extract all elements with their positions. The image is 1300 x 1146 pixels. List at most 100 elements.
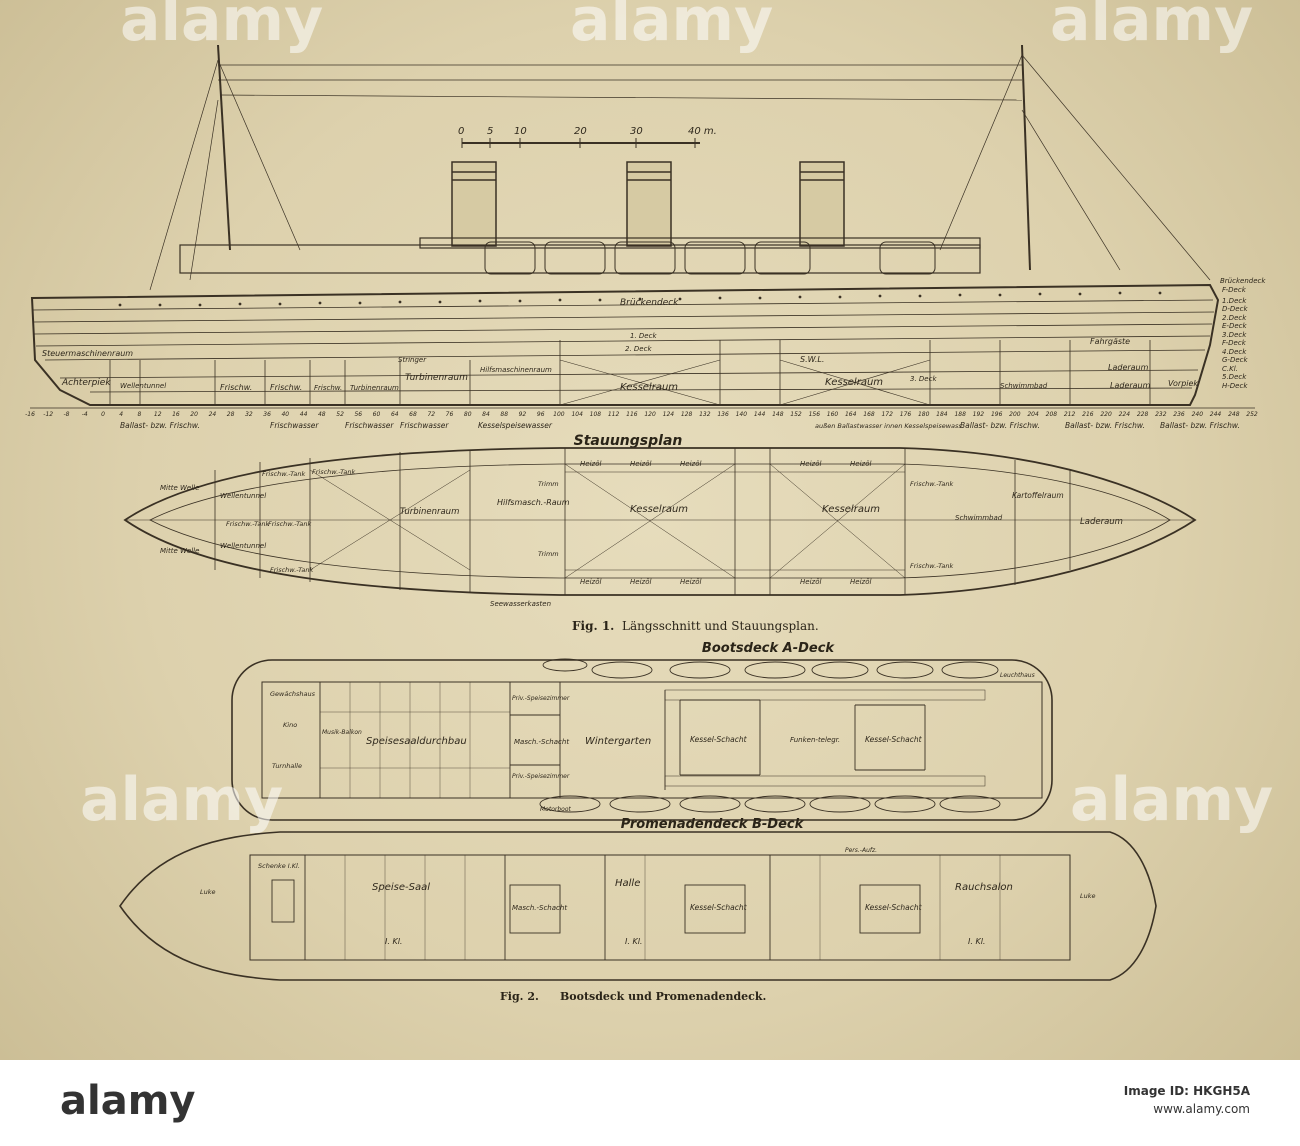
frame-number: 36 — [263, 411, 271, 418]
scale-tick-20: 20 — [574, 126, 587, 137]
frame-number: 92 — [519, 411, 527, 418]
plan-room-label: Turbinenraum — [400, 507, 459, 517]
compartment-label: Achterpiek — [61, 378, 111, 388]
frame-number: 52 — [336, 411, 344, 418]
frame-number: 32 — [245, 411, 253, 418]
frame-number: -4 — [82, 411, 88, 418]
boat-deck-room-label: Leuchthaus — [1000, 672, 1035, 679]
frame-number: 108 — [590, 411, 602, 418]
frame-number: 164 — [845, 411, 857, 418]
boat-deck-room-label: Priv.-Speisezimmer — [512, 695, 570, 702]
stock-footer-bar: alamy Image ID: HKGH5A www.alamy.com — [0, 1060, 1300, 1146]
compartment-label: Stringer — [398, 356, 427, 364]
tank-label: Kesselspeisewasser — [478, 421, 553, 430]
boat-deck-room-label: Priv.-Speisezimmer — [512, 773, 570, 780]
plan-room-label: Frischw.-Tank — [262, 470, 306, 478]
scale-tick-10: 10 — [514, 126, 527, 137]
frame-number: 56 — [354, 411, 362, 418]
class-label: I. Kl. — [385, 937, 402, 946]
plan-room-label: Frischw.-Tank — [270, 566, 314, 574]
frame-number: 140 — [736, 411, 748, 418]
frame-number: 148 — [772, 411, 784, 418]
funnels — [451, 161, 845, 247]
frame-number: 124 — [663, 411, 675, 418]
frame-number: 120 — [644, 411, 656, 418]
compartment-label: Steuermaschinenraum — [42, 349, 133, 358]
plan-room-label: Hilfsmasch.-Raum — [497, 498, 570, 507]
scale-tick-5: 5 — [487, 126, 493, 137]
compartment-label: Schwimmbad — [1000, 382, 1048, 390]
frame-number: 40 — [281, 411, 289, 418]
deck-label: F-Deck — [1222, 286, 1247, 294]
class-label: I. Kl. — [625, 937, 642, 946]
frame-number: 232 — [1155, 411, 1167, 418]
frame-number: 168 — [863, 411, 875, 418]
promenade-room-label: Halle — [615, 878, 640, 889]
frame-number: 28 — [227, 411, 235, 418]
frame-number: 20 — [190, 411, 198, 418]
deck-label: Brückendeck — [1220, 277, 1266, 285]
site-url[interactable]: www.alamy.com — [1153, 1102, 1250, 1116]
compartment-label: Wellentunnel — [120, 382, 166, 390]
compartment-label: Turbinenraum — [350, 384, 399, 392]
promenade-room-label: Pers.-Aufz. — [845, 847, 877, 854]
plan-room-label: Seewasserkasten — [490, 600, 551, 608]
promenade-room-label: Masch.-Schacht — [512, 904, 567, 912]
frame-number: 112 — [608, 411, 620, 418]
frame-number: 104 — [571, 411, 583, 418]
frame-number: 244 — [1210, 411, 1222, 418]
hull-outline — [30, 283, 1220, 406]
frame-number: 180 — [918, 411, 930, 418]
watermark-text: alamy — [120, 0, 323, 55]
fig1-caption-text: Längsschnitt und Stauungsplan. — [622, 619, 819, 633]
fore-funnel — [799, 161, 845, 247]
deck-label: E-Deck — [1222, 322, 1247, 330]
bunker-label: Heizöl — [680, 578, 701, 586]
boat-deck-room-label: Masch.-Schacht — [514, 738, 569, 746]
deck-label: D-Deck — [1222, 305, 1248, 313]
plan-room-label: Frischw.-Tank — [226, 520, 270, 528]
watermark-text: alamy — [80, 765, 283, 835]
boat-deck-room-label: Kino — [283, 721, 297, 729]
fig2-caption-number: Fig. 2. — [500, 990, 539, 1003]
boat-deck-plan: Gewächshaus Kino Musik-Balkon Turnhalle … — [231, 658, 1053, 821]
fig2-caption-text: Bootsdeck und Promenadendeck. — [560, 990, 766, 1003]
compartment-label: Frischw. — [220, 383, 252, 392]
alamy-logo[interactable]: alamy — [60, 1078, 196, 1124]
frame-number: 96 — [537, 411, 545, 418]
frame-number: 184 — [936, 411, 948, 418]
frame-number: 72 — [427, 411, 435, 418]
frame-number: 212 — [1064, 411, 1076, 418]
promenade-room-label: Schenke I.Kl. — [258, 862, 300, 870]
plan-room-label: Frischw.-Tank — [268, 520, 312, 528]
plan-room-label: Wellentunnel — [220, 492, 266, 500]
boat-deck-outline — [231, 659, 1053, 821]
frame-number: 88 — [500, 411, 508, 418]
plan-room-label: Trimm — [538, 550, 559, 558]
boat-deck-room-label: Musik-Balkon — [322, 729, 362, 736]
promenade-room-label: Rauchsalon — [955, 882, 1013, 893]
boat-deck-room-label: Motorboot — [540, 806, 571, 813]
frame-number: 236 — [1173, 411, 1185, 418]
frame-number: 176 — [900, 411, 912, 418]
frame-number: 24 — [209, 411, 217, 418]
plan-room-label: Schwimmbad — [955, 514, 1003, 522]
compartment-label: 2. Deck — [625, 345, 652, 353]
plan-room-label: Frischw.-Tank — [312, 468, 356, 476]
tank-label: Ballast- bzw. Frischw. — [960, 421, 1040, 430]
deck-label: 1.Deck — [1222, 297, 1247, 305]
tank-label: Frischwasser — [400, 421, 449, 430]
frame-number: 152 — [790, 411, 802, 418]
frame-number: 48 — [318, 411, 326, 418]
frame-number: 80 — [464, 411, 472, 418]
compartment-label: Frischw. — [270, 383, 302, 392]
plan-room-label: Kesselraum — [630, 504, 688, 515]
frame-number: 248 — [1228, 411, 1240, 418]
watermark-text: alamy — [570, 0, 773, 55]
compartment-label: Kesselraum — [825, 377, 883, 388]
frame-number: 228 — [1137, 411, 1149, 418]
scale-tick-0: 0 — [458, 126, 464, 137]
frame-number: 84 — [482, 411, 490, 418]
